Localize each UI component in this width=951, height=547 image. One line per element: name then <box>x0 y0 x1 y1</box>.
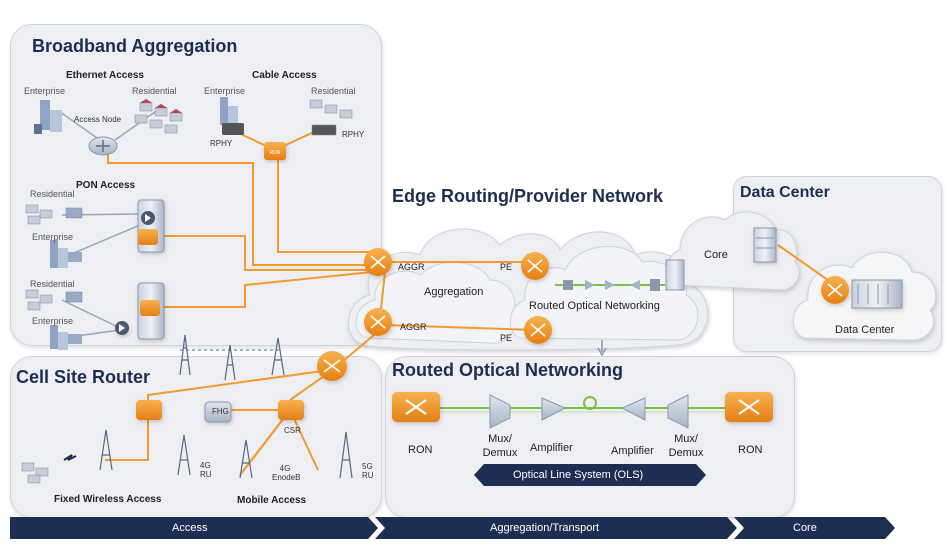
olt-chassis-icon-2 <box>115 282 165 340</box>
rphy-label-1: RPHY <box>210 139 233 148</box>
4g-enodeb-label: 4G EnodeB <box>272 464 301 482</box>
core-label: Core <box>704 249 728 261</box>
core-bar-label: Core <box>793 522 817 534</box>
4g-ru-label: 4G RU <box>200 461 212 479</box>
fixed-wireless-homes-icon <box>21 462 49 484</box>
enterprise-building-cable-icon <box>220 97 244 135</box>
ron-right-label: RON <box>738 444 763 456</box>
ron-right-icon <box>725 392 773 422</box>
enterprise-label-4: Enterprise <box>32 316 74 326</box>
pon-enterprise-icon <box>50 240 82 268</box>
ron-left-label: RON <box>408 444 433 456</box>
routed-optical-cloud <box>510 245 699 341</box>
wireless-bolt-icon <box>63 454 77 461</box>
ols-label: Optical Line System (OLS) <box>513 469 644 481</box>
mux-demux-left-icon <box>489 394 511 429</box>
5g-ru-label: 5G RU <box>362 462 374 480</box>
optical-chain-icon <box>555 259 685 291</box>
mux-demux-left-label: Mux/ Demux <box>482 433 518 459</box>
access-bar-label: Access <box>172 522 208 534</box>
residential-cable-icon <box>309 99 353 136</box>
arrow-down-icon <box>597 340 607 357</box>
amplifier-right-icon <box>620 397 646 421</box>
residential-houses-icon <box>134 98 183 134</box>
pon-residential-icon <box>25 204 83 225</box>
cell-router-large-icon <box>317 351 347 381</box>
pe-label-2: PE <box>500 333 513 343</box>
pe-label-1: PE <box>500 262 513 272</box>
routed-optical-networking-title: Routed Optical Networking <box>392 360 624 380</box>
enterprise-label-2: Enterprise <box>204 86 246 96</box>
cable-router-icon: RDN <box>264 142 286 160</box>
amplifier-left-label: Amplifier <box>530 442 573 454</box>
mobile-access-label: Mobile Access <box>237 495 307 506</box>
data-center-title: Data Center <box>740 184 830 201</box>
amplifier-left-icon <box>541 397 567 421</box>
amplifier-right-label: Amplifier <box>611 445 654 457</box>
residential-label-1: Residential <box>132 86 177 96</box>
mux-demux-right-label: Mux/ Demux <box>668 433 704 459</box>
aggregation-bar-label: Aggregation/Transport <box>490 522 600 534</box>
ron-left-icon <box>392 392 440 422</box>
ols-banner <box>474 464 706 486</box>
pon-access-label: PON Access <box>76 180 136 191</box>
core-chevron <box>734 517 895 539</box>
svg-text:RDN: RDN <box>270 150 281 156</box>
cell-tower-icons <box>99 334 353 479</box>
fhg-label: FHG <box>212 407 229 416</box>
core-cloud <box>666 211 800 291</box>
core-server-icon <box>753 227 777 263</box>
data-center-router-icon <box>821 276 903 309</box>
edge-router-icons <box>364 248 552 344</box>
rphy-label-2: RPHY <box>342 130 365 139</box>
residential-label-2: Residential <box>311 86 356 96</box>
aggr-label-2: AGGR <box>400 322 427 332</box>
cell-site-router-panel <box>10 356 382 518</box>
csr-label: CSR <box>284 426 301 435</box>
olt-chassis-icon-1 <box>137 199 165 253</box>
residential-label-4: Residential <box>30 279 75 289</box>
pon-residential-icon-2 <box>25 289 83 311</box>
mux-demux-right-icon <box>667 394 689 429</box>
data-center-label: Data Center <box>835 324 895 336</box>
access-node-label: Access Node <box>74 115 122 124</box>
aggregation-chevron <box>375 517 737 539</box>
residential-label-3: Residential <box>30 189 75 199</box>
cell-router-icons <box>136 400 304 423</box>
broadband-aggregation-title: Broadband Aggregation <box>32 36 238 56</box>
access-chevron <box>10 517 378 539</box>
pon-enterprise-icon-2 <box>50 325 82 350</box>
enterprise-building-icon <box>34 100 62 134</box>
routed-optical-networking-label: Routed Optical Networking <box>529 300 660 312</box>
fixed-wireless-access-label: Fixed Wireless Access <box>54 494 162 505</box>
cable-access-label: Cable Access <box>252 70 317 81</box>
enterprise-label-3: Enterprise <box>32 232 74 242</box>
access-node-icon <box>88 136 118 156</box>
cell-site-router-title: Cell Site Router <box>16 367 151 387</box>
aggr-label-1: AGGR <box>398 262 425 272</box>
aggregation-label: Aggregation <box>424 286 484 298</box>
enterprise-label-1: Enterprise <box>24 86 66 96</box>
ron-link-lines <box>430 396 745 413</box>
ethernet-access-label: Ethernet Access <box>66 70 144 81</box>
edge-routing-title: Edge Routing/Provider Network <box>392 186 664 206</box>
